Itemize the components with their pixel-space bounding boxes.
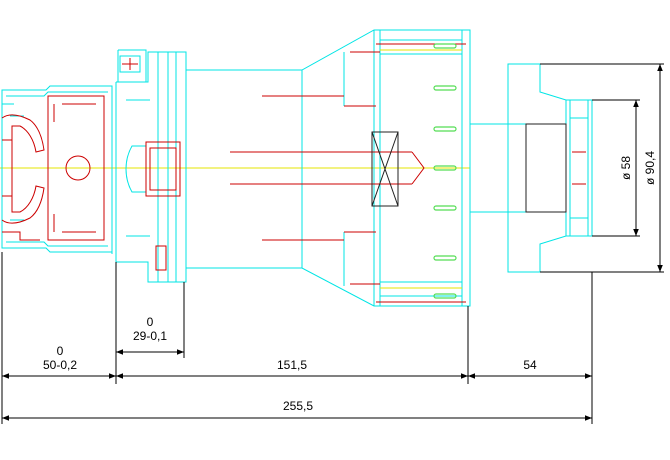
- dim-54-label: 54: [523, 358, 537, 372]
- spindle-details: [525, 123, 567, 213]
- dim-151-label: 151,5: [277, 358, 307, 372]
- body-axis-lines: [380, 49, 462, 289]
- bearing-symbol: [371, 131, 399, 207]
- flange-details: [122, 58, 181, 271]
- dim-50-tolerance: 0: [57, 344, 64, 358]
- body-outline: [185, 29, 471, 307]
- flange-outline: [111, 49, 187, 283]
- dim-50-label: 50-0,2: [43, 358, 77, 372]
- diameter-dimensions: [540, 63, 664, 273]
- extension-lines: [1, 252, 593, 424]
- dimension-lines: [2, 349, 592, 421]
- dim-255-label: 255,5: [283, 399, 313, 413]
- slot-marks: [433, 43, 457, 299]
- shank-details: [1, 95, 105, 241]
- dia-58-label: ø 58: [619, 156, 633, 180]
- body-details: [230, 43, 466, 303]
- spindle-accents: [572, 151, 586, 185]
- spindle-outline: [470, 63, 593, 273]
- shank-outline: [1, 85, 113, 253]
- dim-29-tolerance: 0: [147, 315, 154, 329]
- dia-90-label: ø 90,4: [643, 151, 657, 185]
- dim-29-label: 29-0,1: [133, 329, 167, 343]
